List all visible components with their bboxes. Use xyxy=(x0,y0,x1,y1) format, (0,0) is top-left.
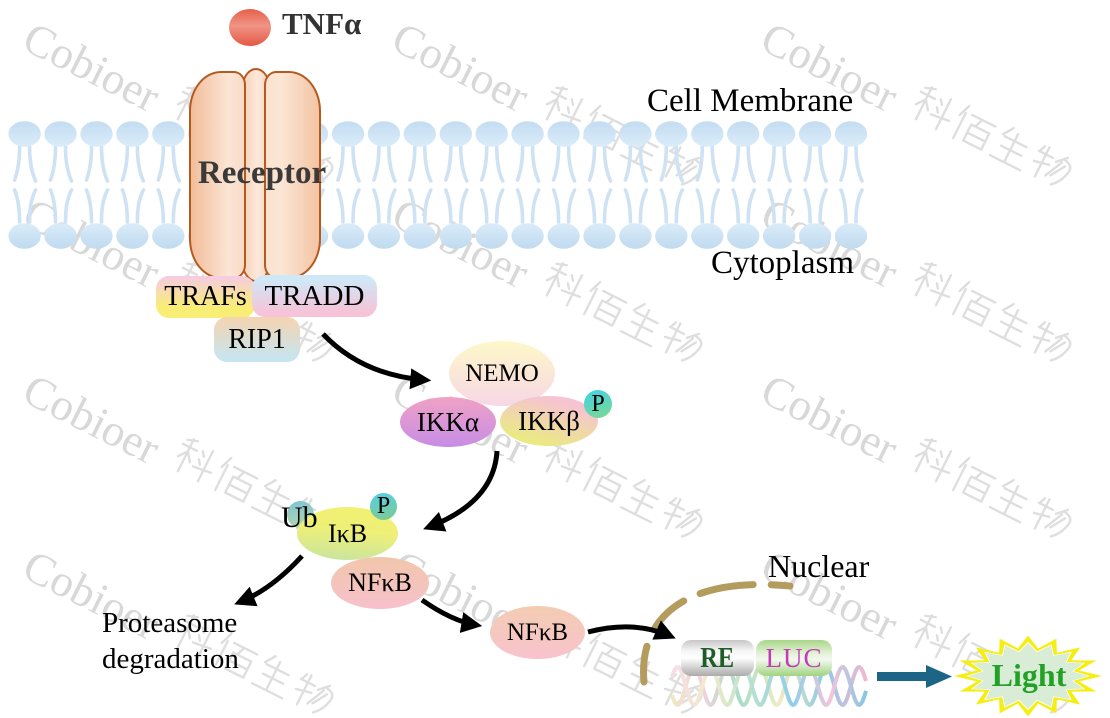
svg-text:Light: Light xyxy=(992,657,1067,693)
